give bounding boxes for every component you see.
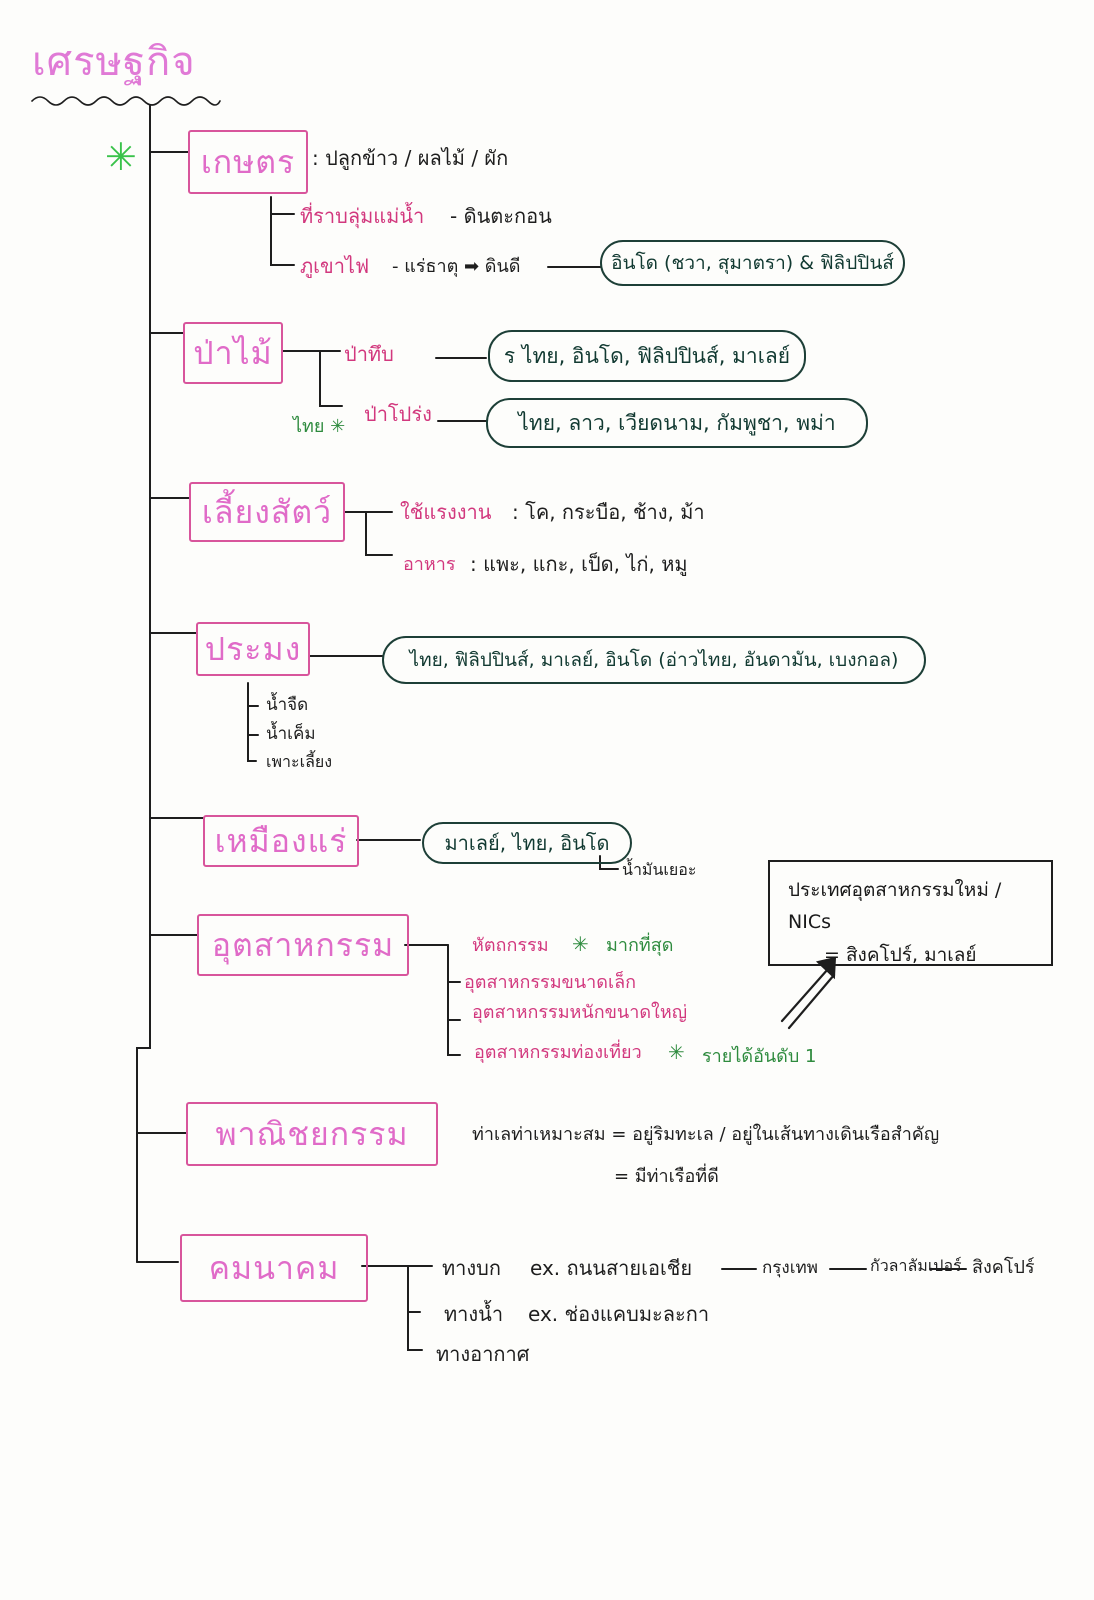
agriculture-countries: อินโด (ชวา, สุมาตรา) & ฟิลิปปินส์ bbox=[600, 240, 905, 286]
route-kuala-lumpur: กัวลาลัมเปอร์ bbox=[870, 1256, 962, 1275]
plain-detail: - ดินตะกอน bbox=[450, 204, 552, 228]
agriculture-detail: : ปลูกข้าว / ผลไม้ / ผัก bbox=[312, 146, 509, 170]
mining-countries: มาเลย์, ไทย, อินโด bbox=[422, 822, 632, 864]
asterisk-star-icon: ✳ bbox=[105, 135, 137, 179]
nics-line-1: ประเทศอุตสาหกรรมใหม่ / NICs bbox=[788, 879, 1002, 934]
volcano-label: ภูเขาไฟ bbox=[300, 254, 370, 278]
air-label: ทางอากาศ bbox=[436, 1342, 530, 1366]
industry-note-income: รายได้อันดับ 1 bbox=[702, 1046, 817, 1067]
fishery-type-farming: เพาะเลี้ยง bbox=[266, 752, 333, 771]
industry-note-most: มากที่สุด bbox=[606, 935, 674, 956]
commerce-box: พาณิชยกรรม bbox=[186, 1102, 438, 1166]
industry-item-heavy: อุตสาหกรรมหนักขนาดใหญ่ bbox=[472, 1002, 688, 1023]
agriculture-box: เกษตร bbox=[188, 130, 308, 194]
labor-label: ใช้แรงงาน bbox=[400, 500, 492, 524]
volcano-detail: - แร่ธาตุ ➡ ดินดี bbox=[392, 256, 521, 277]
nics-box: ประเทศอุตสาหกรรมใหม่ / NICs = สิงคโปร์, … bbox=[768, 860, 1053, 966]
transport-box: คมนาคม bbox=[180, 1234, 368, 1302]
page-title: เศรษฐกิจ bbox=[32, 39, 196, 85]
deciduous-countries: ไทย, ลาว, เวียดนาม, กัมพูชา, พม่า bbox=[486, 398, 868, 448]
labor-animals: : โค, กระบือ, ช้าง, ม้า bbox=[512, 500, 705, 524]
industry-star-2: ✳ bbox=[668, 1040, 685, 1064]
food-label: อาหาร bbox=[403, 554, 456, 575]
nics-line-2: = สิงคโปร์, มาเลย์ bbox=[824, 943, 977, 966]
industry-item-small: อุตสาหกรรมขนาดเล็ก bbox=[464, 972, 637, 993]
livestock-box: เลี้ยงสัตว์ bbox=[189, 482, 345, 542]
food-animals: : แพะ, แกะ, เป็ด, ไก่, หมู bbox=[470, 552, 688, 576]
main-spine bbox=[136, 104, 151, 1263]
fishery-type-freshwater: น้ำจืด bbox=[266, 695, 309, 715]
fishery-box: ประมง bbox=[196, 622, 310, 676]
land-example: ex. ถนนสายเอเชีย bbox=[530, 1256, 693, 1280]
route-singapore: สิงคโปร์ bbox=[972, 1257, 1035, 1278]
deciduous-note: ไทย ✳ bbox=[293, 416, 346, 437]
fishery-type-saltwater: น้ำเค็ม bbox=[266, 724, 316, 744]
deciduous-label: ป่าโปร่ง bbox=[364, 402, 432, 426]
water-example: ex. ช่องแคบมะละกา bbox=[528, 1302, 710, 1326]
industry-item-handicraft: หัตถกรรม bbox=[472, 935, 549, 956]
industry-box: อุตสาหกรรม bbox=[197, 914, 409, 976]
industry-star-1: ✳ bbox=[572, 932, 589, 956]
plain-label: ที่ราบลุ่มแม่น้ำ bbox=[300, 204, 425, 228]
title-underline bbox=[31, 96, 221, 106]
route-bangkok: กรุงเทพ bbox=[762, 1258, 818, 1278]
evergreen-label: ป่าทึบ bbox=[344, 342, 394, 366]
industry-item-tourism: อุตสาหกรรมท่องเที่ยว bbox=[474, 1042, 642, 1063]
evergreen-countries: ร ไทย, อินโด, ฟิลิปปินส์, มาเลย์ bbox=[488, 330, 806, 382]
land-label: ทางบก bbox=[442, 1256, 501, 1280]
commerce-line-1: ท่าเลท่าเหมาะสม = อยู่ริมทะเล / อยู่ในเส… bbox=[472, 1124, 940, 1145]
water-label: ทางน้ำ bbox=[444, 1302, 504, 1326]
fishery-countries: ไทย, ฟิลิปปินส์, มาเลย์, อินโด (อ่าวไทย,… bbox=[382, 636, 926, 684]
mining-note: น้ำมันเยอะ bbox=[622, 860, 697, 879]
forest-box: ป่าไม้ bbox=[183, 322, 283, 384]
mining-box: เหมืองแร่ bbox=[203, 815, 359, 867]
commerce-line-2: = มีท่าเรือที่ดี bbox=[614, 1166, 719, 1187]
